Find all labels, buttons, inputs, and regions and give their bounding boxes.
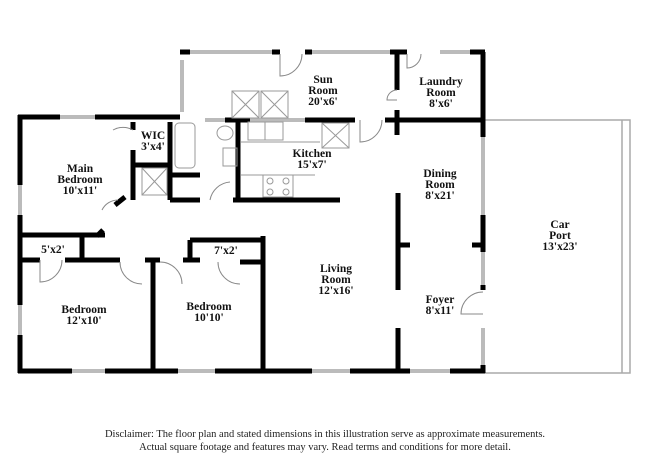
room-name: Room: [321, 274, 351, 286]
room-dims: 7'x2': [214, 245, 238, 257]
room-name: Room: [426, 87, 456, 99]
room-dims: 20'x6': [308, 96, 338, 108]
room-name: Bedroom: [57, 174, 103, 186]
room-dims: 5'x2': [41, 244, 65, 256]
room-dims: 8'x6': [429, 98, 453, 110]
disclaimer: Disclaimer: The floor plan and stated di…: [0, 428, 650, 454]
room-dims: 13'x23': [542, 241, 578, 253]
fixtures: [141, 90, 350, 198]
room-dims: 12'x16': [318, 285, 354, 297]
room-name: Kitchen: [292, 148, 332, 160]
room-name: Laundry: [419, 76, 463, 88]
room-name: Bedroom: [186, 301, 232, 313]
room-name: Living: [320, 263, 352, 275]
room-name: Foyer: [425, 294, 455, 306]
room-dims: 10'x11': [62, 185, 98, 197]
room-name: Bedroom: [61, 304, 107, 316]
room-dims: 3'x4': [141, 141, 165, 153]
doors: [39, 53, 484, 315]
disclaimer-line-1: Disclaimer: The floor plan and stated di…: [104, 429, 546, 440]
room-name: Main: [66, 163, 94, 175]
room-name: Room: [425, 179, 455, 191]
room-dims: 10'10': [194, 312, 224, 324]
disclaimer-line-2: Actual square footage and features may v…: [139, 442, 511, 453]
room-name: Room: [308, 85, 338, 97]
room-name: Dining: [423, 168, 457, 180]
windows: [18, 50, 485, 373]
walls: [17, 49, 486, 374]
room-dims: 8'x11': [425, 305, 455, 317]
room-dims: 8'x21': [425, 190, 455, 202]
room-name: WIC: [140, 130, 166, 142]
room-name: Sun: [313, 74, 333, 86]
room-dims: 12'x10': [66, 315, 102, 327]
room-name: Car: [550, 219, 570, 231]
car-port-outline: [485, 119, 631, 374]
room-label-closet-2: 7'x2': [214, 245, 238, 257]
room-label-closet-1: 5'x2': [41, 244, 65, 256]
room-dims: 15'x7': [297, 159, 327, 171]
room-name: Port: [549, 230, 571, 242]
